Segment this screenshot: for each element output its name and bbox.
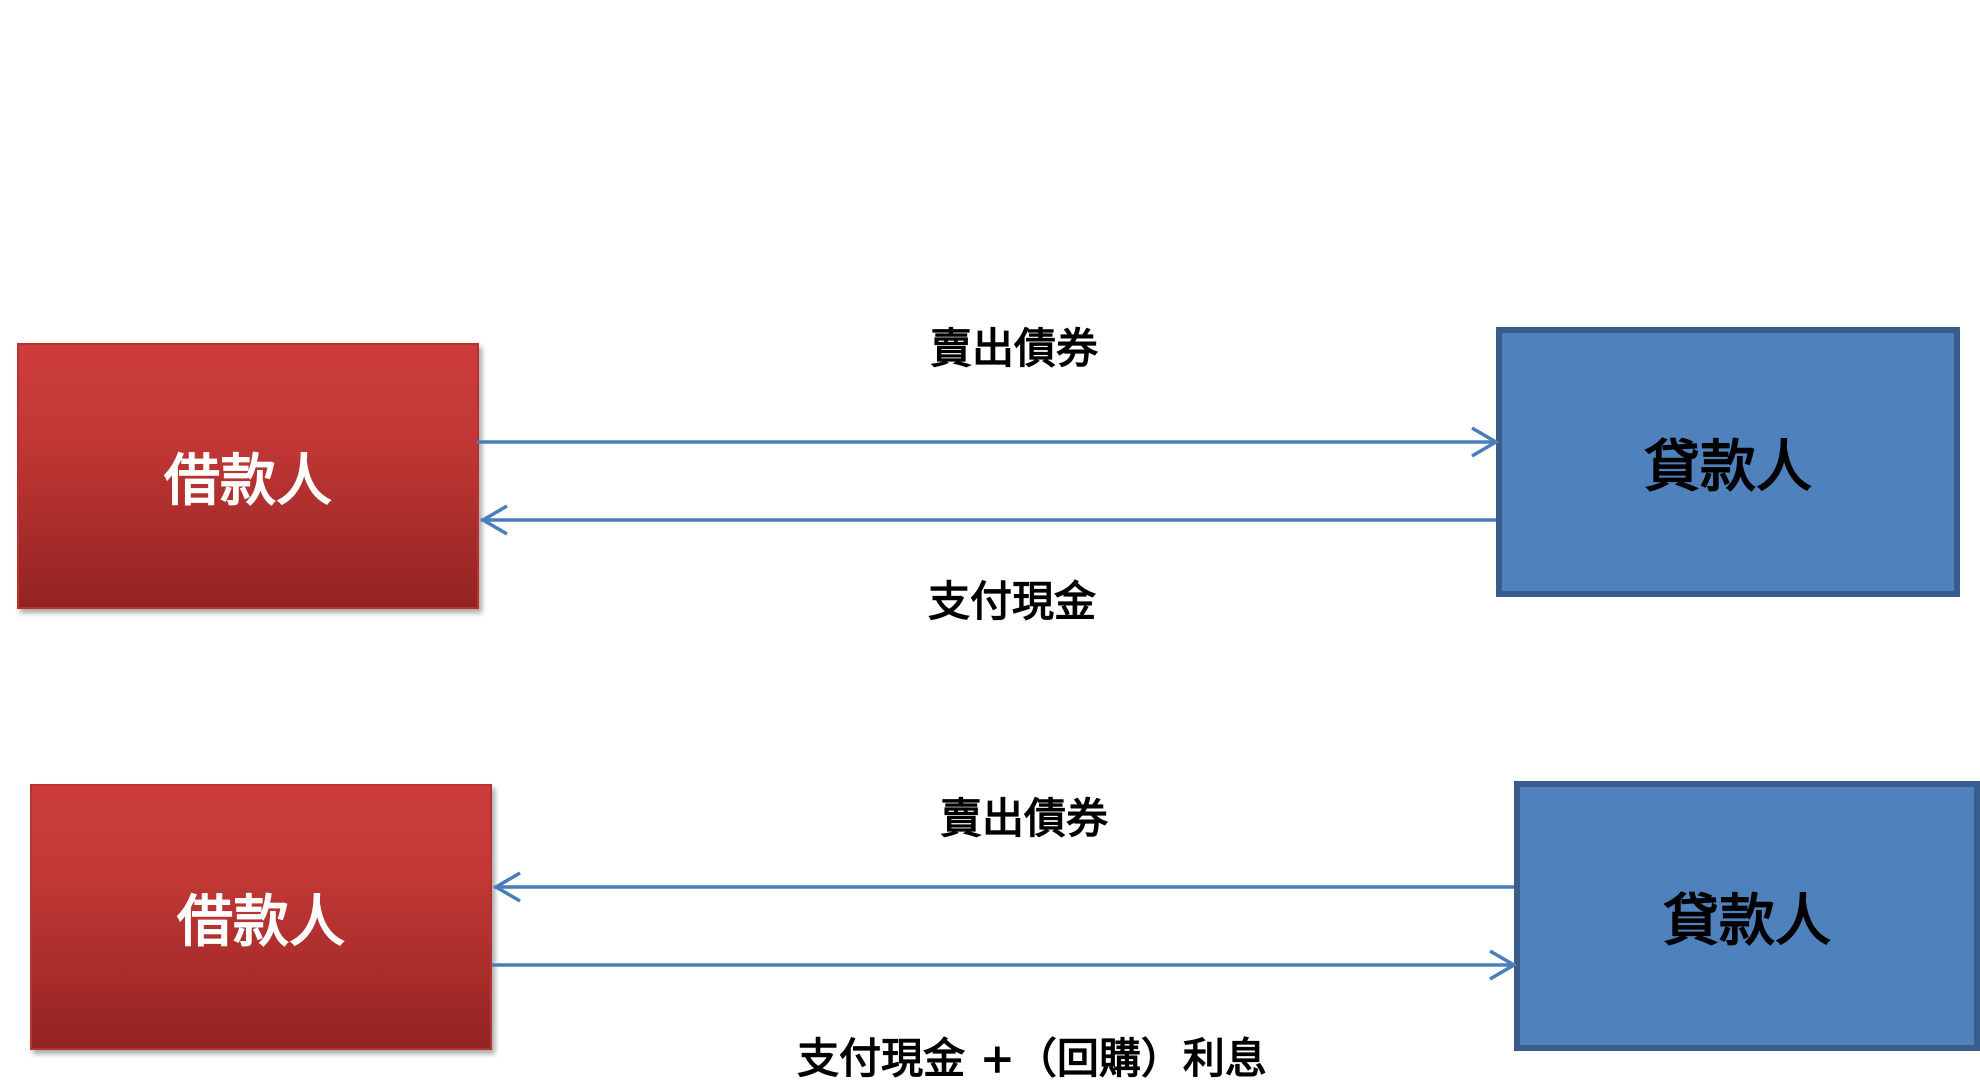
bottom-lower-arrow-label: 支付現金 +（回購）利息: [797, 1034, 1267, 1083]
top-arrow-to-lender: [477, 426, 1500, 458]
top-borrower-label: 借款人: [164, 447, 332, 514]
bottom-borrower-label: 借款人: [177, 888, 345, 955]
top-lower-arrow-label: 支付現金: [927, 577, 1097, 626]
top-lender-box: 貸款人: [1496, 327, 1960, 597]
top-arrow-to-borrower: [479, 504, 1496, 536]
bottom-lender-label: 貸款人: [1663, 887, 1831, 954]
bottom-upper-arrow-label: 賣出債券: [939, 794, 1109, 843]
bottom-arrow-to-borrower: [492, 871, 1514, 903]
top-borrower-box: 借款人: [17, 343, 479, 609]
top-lender-label: 貸款人: [1644, 433, 1812, 500]
top-upper-arrow-label: 賣出債券: [929, 324, 1099, 373]
bottom-borrower-box: 借款人: [30, 784, 492, 1050]
bottom-lender-box: 貸款人: [1514, 781, 1980, 1051]
bottom-arrow-to-lender: [492, 949, 1518, 981]
